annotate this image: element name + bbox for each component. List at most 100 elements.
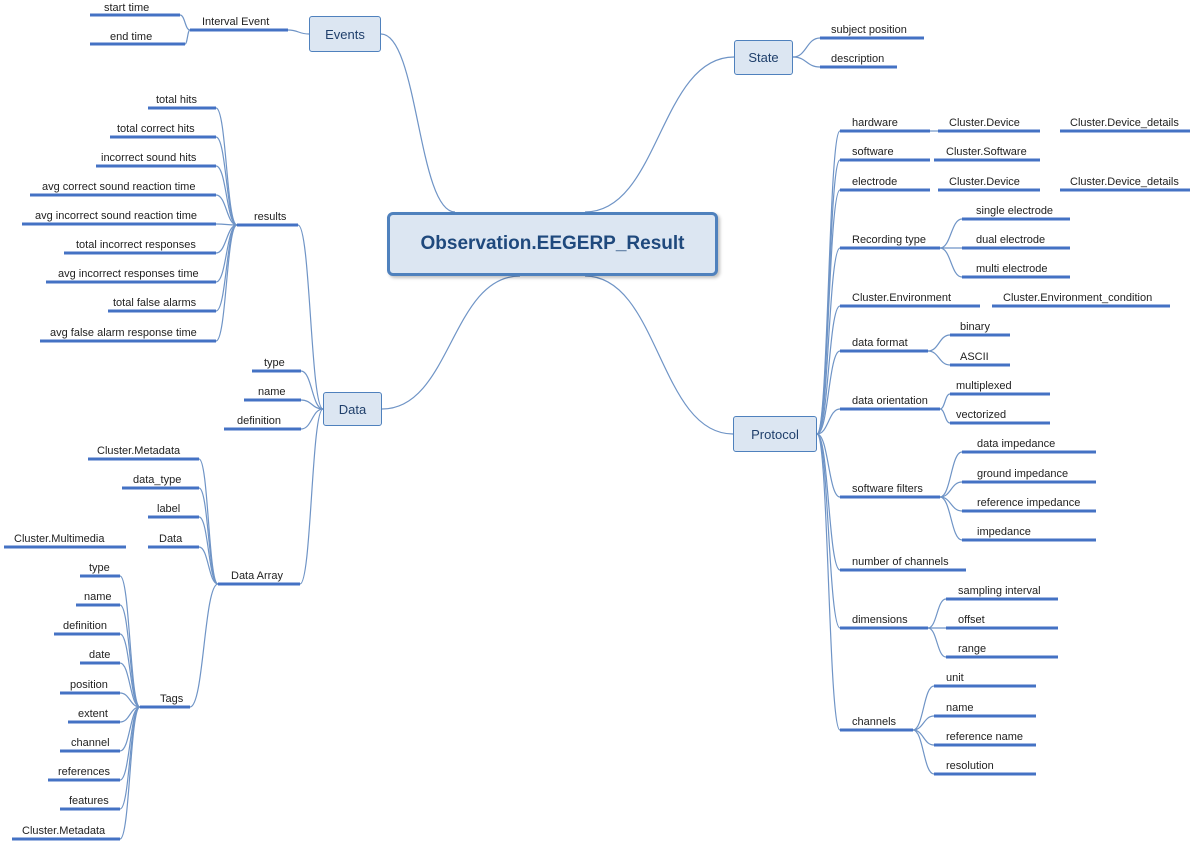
tags-node[interactable]: Tags: [160, 693, 184, 705]
data-format-item[interactable]: binary: [960, 321, 990, 333]
connector: [816, 433, 841, 571]
channel-item[interactable]: name: [946, 702, 974, 714]
results-node[interactable]: results: [254, 211, 287, 223]
tag-item[interactable]: extent: [78, 708, 108, 720]
connector: [215, 224, 238, 283]
connector: [939, 451, 963, 498]
data-name-field[interactable]: name: [258, 386, 286, 398]
recording-type-item[interactable]: single electrode: [976, 205, 1054, 217]
data-array-item[interactable]: Cluster.Metadata: [97, 445, 181, 457]
connector: [119, 692, 141, 708]
hardware-details-node[interactable]: Cluster.Device_details: [1070, 117, 1179, 129]
events-interval-link: [287, 29, 310, 35]
connector: [119, 662, 141, 708]
connector: [215, 194, 238, 226]
software-node[interactable]: software: [852, 146, 894, 158]
filter-item[interactable]: reference impedance: [977, 497, 1081, 509]
connector: [816, 433, 841, 731]
channel-item[interactable]: resolution: [946, 760, 994, 772]
channel-item[interactable]: reference name: [946, 731, 1024, 743]
connector: [179, 14, 191, 31]
result-item[interactable]: avg correct sound reaction time: [42, 181, 196, 193]
root-node[interactable]: Observation.EEGERP_Result: [387, 212, 718, 276]
hardware-node[interactable]: hardware: [852, 117, 898, 129]
connector: [927, 334, 951, 352]
dimension-item[interactable]: sampling interval: [958, 585, 1041, 597]
environment-node[interactable]: Cluster.Environment: [852, 292, 952, 304]
tag-item[interactable]: name: [84, 591, 112, 603]
data-results-link: [297, 224, 324, 410]
result-item[interactable]: incorrect sound hits: [101, 152, 197, 164]
result-item[interactable]: total correct hits: [117, 123, 195, 135]
tag-item[interactable]: date: [89, 649, 111, 661]
data-orientation-item[interactable]: vectorized: [956, 409, 1007, 421]
connector: [215, 165, 238, 226]
start-time-node[interactable]: start time: [104, 2, 150, 14]
software-filters-node[interactable]: software filters: [852, 483, 923, 495]
data-orientation-node[interactable]: data orientation: [852, 395, 928, 407]
state-node[interactable]: State: [734, 40, 793, 75]
result-item[interactable]: total false alarms: [113, 297, 197, 309]
environment-condition-node[interactable]: Cluster.Environment_condition: [1003, 292, 1153, 304]
data-format-node[interactable]: data format: [852, 337, 908, 349]
tag-item[interactable]: type: [89, 562, 110, 574]
data-definition-field[interactable]: definition: [237, 415, 282, 427]
data-type-field[interactable]: type: [264, 357, 285, 369]
data-orientation-item[interactable]: multiplexed: [956, 380, 1012, 392]
result-item[interactable]: avg incorrect responses time: [58, 268, 199, 280]
result-item[interactable]: avg false alarm response time: [50, 327, 197, 339]
filter-item[interactable]: data impedance: [977, 438, 1056, 450]
electrode-node[interactable]: electrode: [852, 176, 898, 188]
subject-position-node[interactable]: subject position: [831, 24, 907, 36]
result-item[interactable]: total hits: [156, 94, 197, 106]
number-of-channels-node[interactable]: number of channels: [852, 556, 949, 568]
events-node[interactable]: Events: [309, 16, 381, 52]
interval-event-node[interactable]: Interval Event: [202, 16, 270, 28]
software-child-node[interactable]: Cluster.Software: [946, 146, 1027, 158]
end-time-node[interactable]: end time: [110, 31, 153, 43]
root-data-link: [381, 275, 521, 410]
connector: [912, 715, 935, 731]
connector: [300, 399, 324, 410]
connector: [215, 136, 238, 226]
description-node[interactable]: description: [831, 53, 885, 65]
protocol-node[interactable]: Protocol: [733, 416, 817, 452]
connector: [816, 433, 841, 629]
result-item[interactable]: avg incorrect sound reaction time: [35, 210, 198, 222]
electrode-device-node[interactable]: Cluster.Device: [949, 176, 1020, 188]
data-array-node[interactable]: Data Array: [231, 570, 283, 582]
channel-item[interactable]: unit: [946, 672, 964, 684]
data-array-item[interactable]: Data: [159, 533, 183, 545]
tag-item[interactable]: channel: [71, 737, 110, 749]
connector: [119, 604, 141, 708]
tag-item[interactable]: definition: [63, 620, 108, 632]
connector: [939, 218, 963, 249]
hardware-device-node[interactable]: Cluster.Device: [949, 117, 1020, 129]
electrode-details-node[interactable]: Cluster.Device_details: [1070, 176, 1179, 188]
data-format-item[interactable]: ASCII: [960, 351, 989, 363]
recording-type-node[interactable]: Recording type: [852, 234, 926, 246]
tag-item[interactable]: position: [70, 679, 108, 691]
tag-item[interactable]: references: [58, 766, 110, 778]
root-events-link: [380, 33, 456, 213]
connector: [215, 107, 238, 226]
data-node[interactable]: Data: [323, 392, 382, 426]
data-array-item[interactable]: data_type: [133, 474, 182, 486]
filter-item[interactable]: ground impedance: [977, 468, 1069, 480]
tag-item[interactable]: Cluster.Metadata: [22, 825, 106, 837]
tags-link: [189, 583, 219, 708]
filter-item[interactable]: impedance: [977, 526, 1031, 538]
connector: [939, 408, 951, 424]
multimedia-node[interactable]: Cluster.Multimedia: [14, 533, 105, 545]
recording-type-item[interactable]: dual electrode: [976, 234, 1046, 246]
connector: [816, 305, 841, 435]
data-array-item[interactable]: label: [157, 503, 181, 515]
result-item[interactable]: total incorrect responses: [76, 239, 196, 251]
dimension-item[interactable]: offset: [958, 614, 985, 626]
recording-type-item[interactable]: multi electrode: [976, 263, 1048, 275]
dimensions-node[interactable]: dimensions: [852, 614, 908, 626]
tag-item[interactable]: features: [69, 795, 109, 807]
dimension-item[interactable]: range: [958, 643, 987, 655]
channels-node[interactable]: channels: [852, 716, 897, 728]
